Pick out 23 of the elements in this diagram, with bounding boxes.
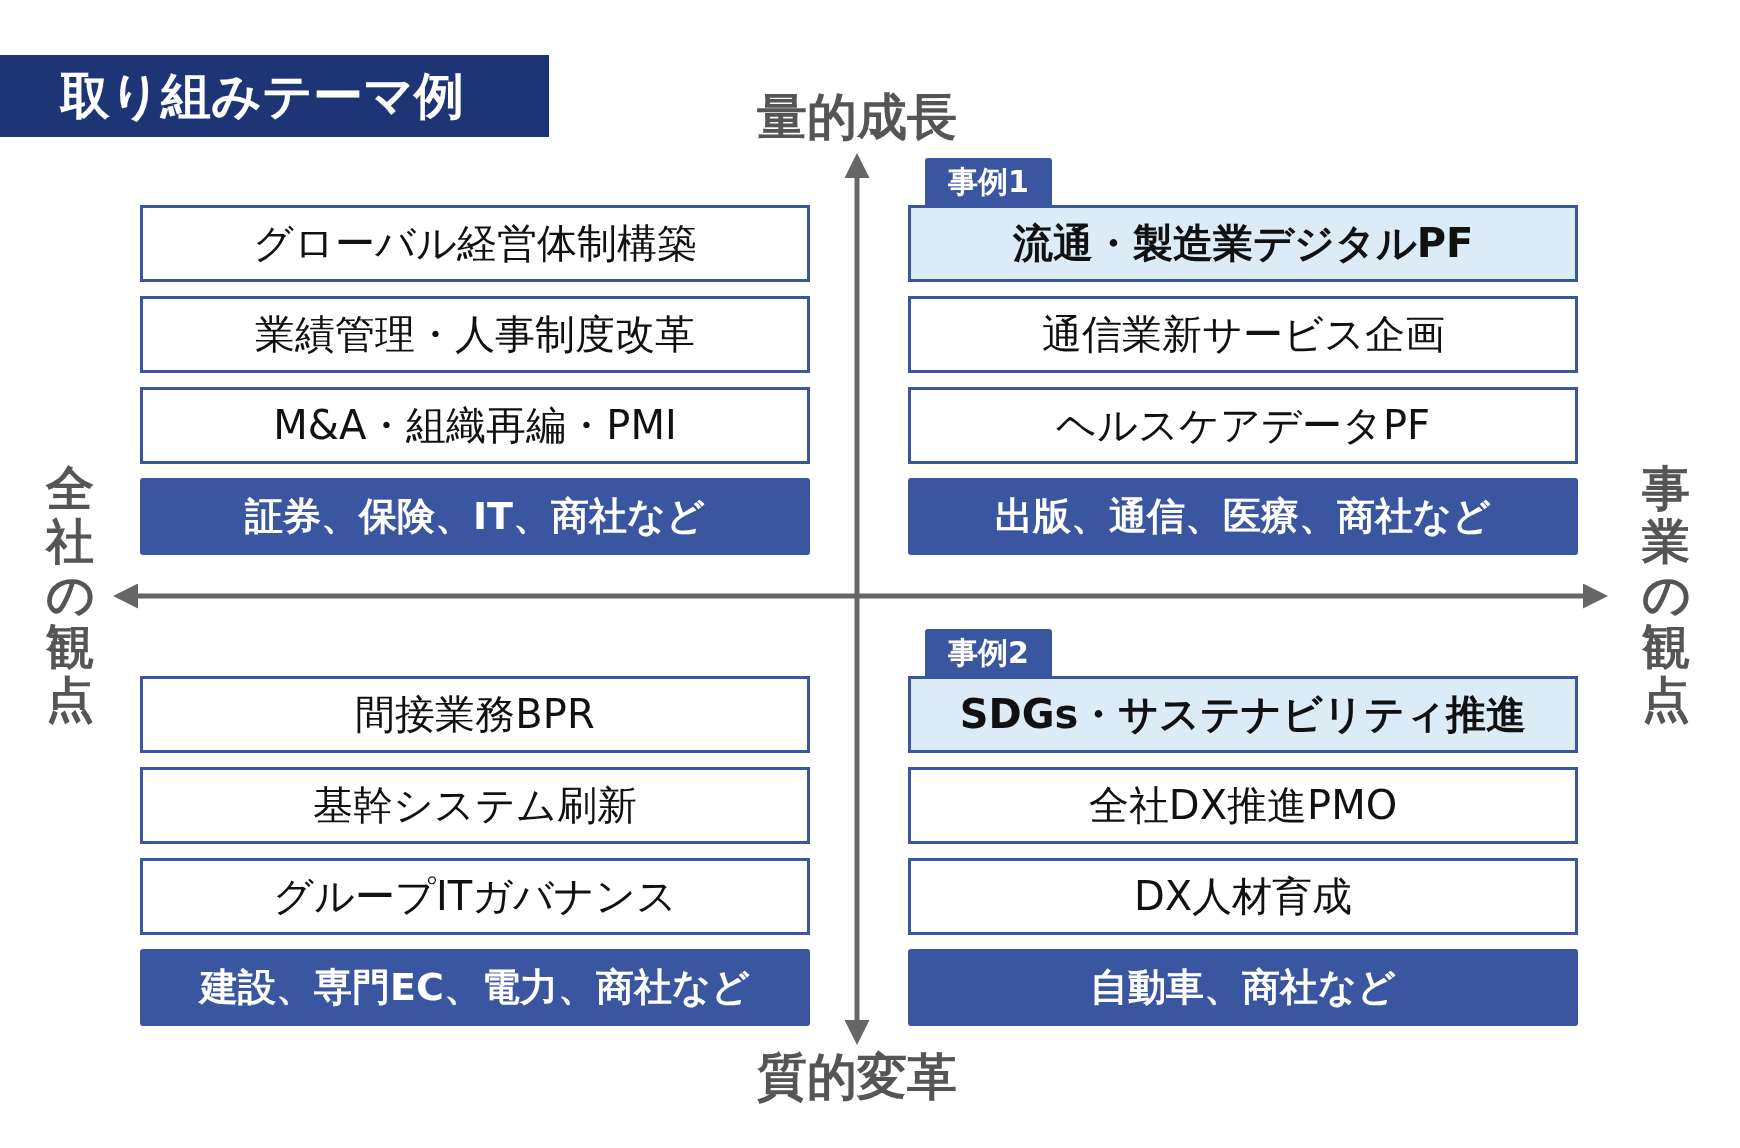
axis-label: 全社の観点 bbox=[46, 462, 94, 726]
industry-bar: 出版、通信、医療、商社など bbox=[908, 478, 1578, 555]
theme-box: 業績管理・人事制度改革 bbox=[140, 296, 810, 373]
axis-label: 量的成長 bbox=[757, 87, 957, 148]
industry-bar: 自動車、商社など bbox=[908, 949, 1578, 1026]
case-tag: 事例2 bbox=[925, 629, 1052, 677]
theme-box: 基幹システム刷新 bbox=[140, 767, 810, 844]
theme-box: 全社DX推進PMO bbox=[908, 767, 1578, 844]
theme-box: DX人材育成 bbox=[908, 858, 1578, 935]
featured-theme-box: SDGs・サステナビリティ推進 bbox=[908, 676, 1578, 753]
case-tag: 事例1 bbox=[925, 158, 1052, 206]
theme-box: グループITガバナンス bbox=[140, 858, 810, 935]
axis-label: 事業の観点 bbox=[1642, 462, 1690, 726]
featured-theme-box: 流通・製造業デジタルPF bbox=[908, 205, 1578, 282]
industry-bar: 証券、保険、IT、商社など bbox=[140, 478, 810, 555]
axis-label: 質的変革 bbox=[757, 1047, 957, 1108]
theme-box: 通信業新サービス企画 bbox=[908, 296, 1578, 373]
theme-box: グローバル経営体制構築 bbox=[140, 205, 810, 282]
theme-box: 間接業務BPR bbox=[140, 676, 810, 753]
theme-box: ヘルスケアデータPF bbox=[908, 387, 1578, 464]
industry-bar: 建設、専門EC、電力、商社など bbox=[140, 949, 810, 1026]
title-banner: 取り組みテーマ例 bbox=[0, 55, 549, 137]
theme-box: M&A・組織再編・PMI bbox=[140, 387, 810, 464]
